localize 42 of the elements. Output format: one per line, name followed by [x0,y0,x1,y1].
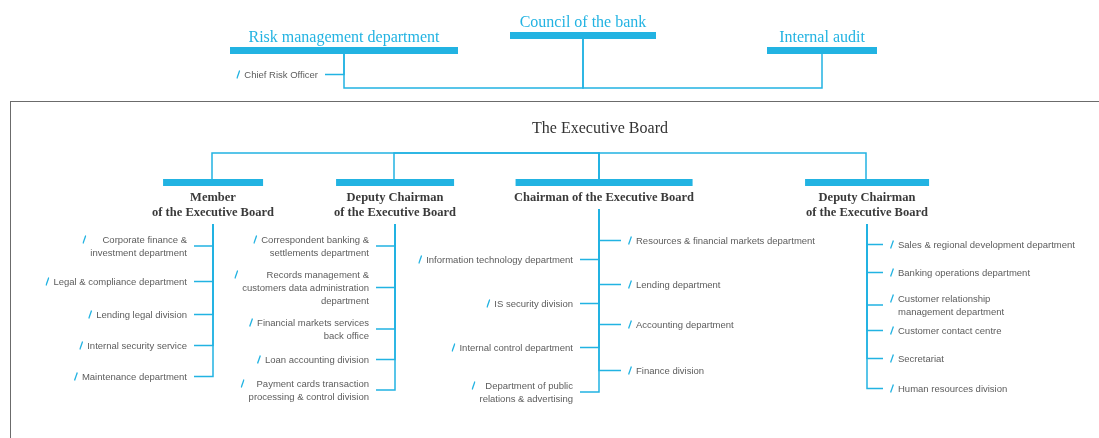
unit-label: Maintenance department [81,370,187,383]
unit-label: Payment cards transaction processing & control division [248,377,369,403]
unit-label: Department of public relations & advertising [479,379,573,405]
role-heading: Deputy Chairman of the Executive Board [806,179,928,220]
connector-line [866,223,884,390]
unit-label: Internal control department [459,341,573,354]
unit-label: Resources & financial markets department [636,234,815,247]
unit-label: Chief Risk Officer [244,68,318,81]
unit-label: Legal & compliance department [53,275,187,288]
role-heading: Member of the Executive Board [152,179,274,220]
unit-label: Secretariat [898,352,944,365]
board-frame [10,101,1099,438]
unit-heading: Risk management department [230,27,458,54]
connector-line [375,223,396,391]
unit-label: Corporate finance & investment department [90,233,187,259]
unit-label: Lending legal division [96,308,187,321]
unit-label: Loan accounting division [264,353,369,366]
unit-label: Banking operations department [898,266,1031,279]
unit-label: Information technology department [426,253,573,266]
unit-label: Sales & regional development department [898,238,1075,251]
unit-label: Accounting department [636,318,734,331]
unit-label: Correspondent banking & settlements department [261,233,369,259]
unit-heading: Internal audit [767,27,877,54]
role-heading: Deputy Chairman of the Executive Board [334,179,456,220]
connector-line [598,152,867,180]
board-title: The Executive Board [532,118,668,138]
unit-label: Customer contact centre [898,324,1002,337]
unit-heading: Council of the bank [510,12,656,39]
connector-line [193,223,214,378]
unit-label: Human resources division [898,382,1008,395]
unit-label: IS security division [494,297,573,310]
unit-label: Internal security service [87,339,187,352]
unit-label: Records management & customers data administration department [242,268,369,307]
unit-label: Lending department [636,278,721,291]
connector-line [393,152,600,180]
connector-line [598,208,622,372]
unit-label: Financial markets services back office [257,316,369,342]
connector-line [324,53,345,76]
unit-label: Finance division [636,364,705,377]
connector-line [582,38,823,89]
unit-label: Customer relationship management department [898,292,1005,318]
role-heading: Chairman of the Executive Board [514,179,694,205]
